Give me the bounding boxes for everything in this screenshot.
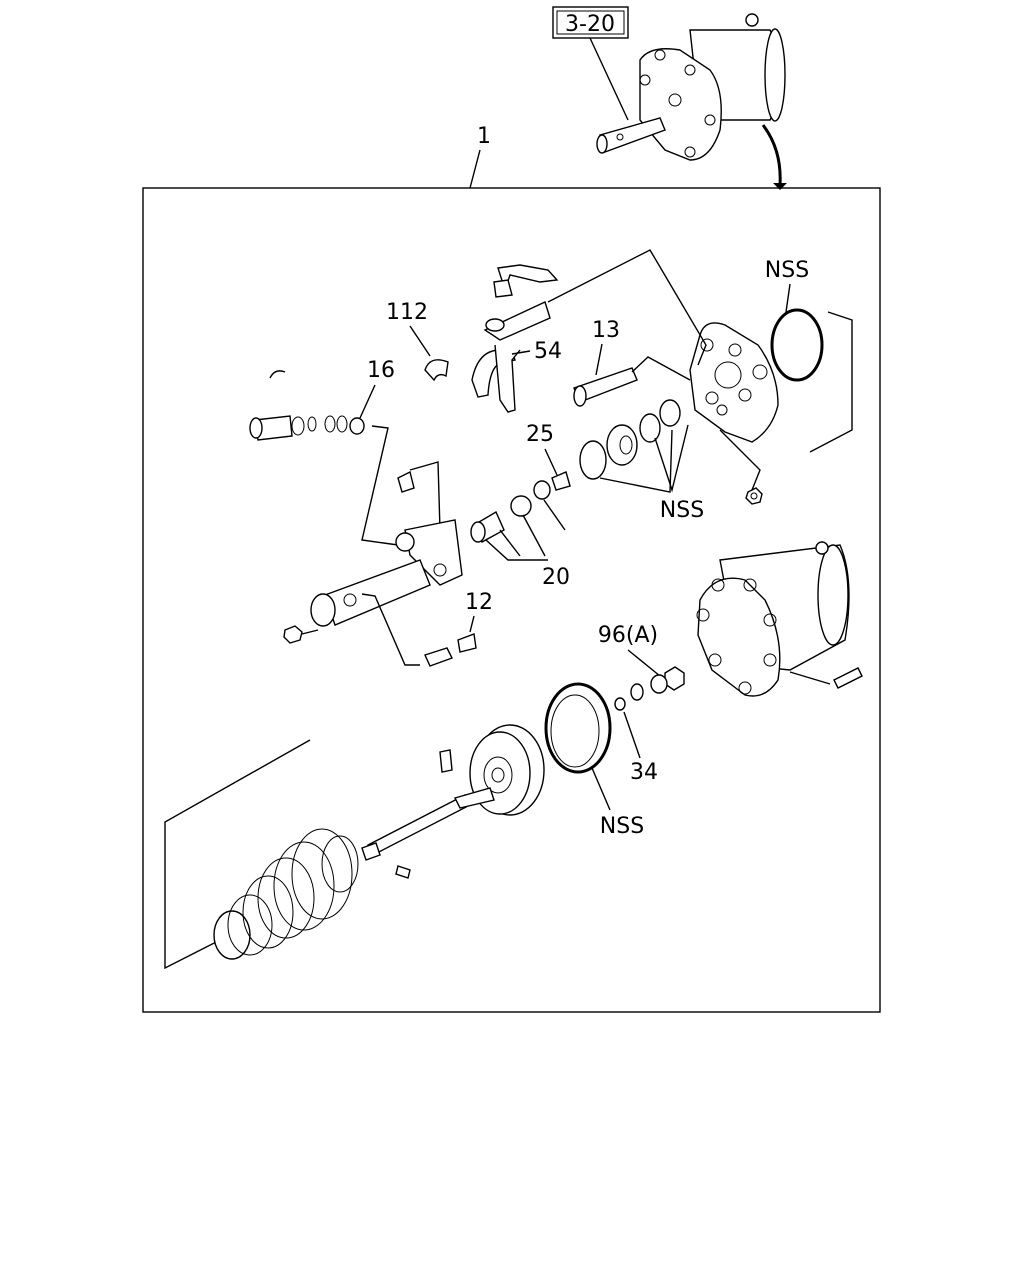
o-ring-large: [770, 308, 824, 382]
label-nss-bottom: NSS: [600, 814, 644, 839]
switch-16-group: 16: [249, 358, 399, 546]
cylinder-body-group: [283, 461, 463, 667]
label-nss-top: NSS: [765, 258, 809, 283]
spring-group: [164, 739, 359, 970]
bushing-20-group: 20 25: [470, 422, 571, 590]
label-54: 54: [534, 339, 562, 364]
fork-group: 54: [471, 249, 707, 413]
label-16: 16: [367, 358, 395, 383]
ref-box-label: 3-20: [565, 12, 615, 37]
label-12: 12: [465, 590, 493, 615]
leader-assembly: [469, 149, 481, 189]
label-13: 13: [592, 318, 620, 343]
label-nss-mid: NSS: [660, 498, 704, 523]
label-34: 34: [630, 760, 658, 785]
rear-cylinder-group: [696, 541, 863, 697]
push-rod-group: [361, 749, 495, 879]
assembled-unit-drawing: [596, 13, 787, 190]
nut-96a-group: 96(A) 34: [598, 623, 685, 785]
label-assembly: 1: [477, 124, 491, 149]
part-12-group: 12: [457, 590, 493, 653]
label-20: 20: [542, 565, 570, 590]
sensor-13-group: 13: [573, 318, 691, 407]
label-112: 112: [386, 300, 428, 325]
label-96a: 96(A): [598, 623, 658, 648]
ref-box: 3-20: [552, 6, 629, 121]
parts-frame: [142, 187, 881, 1013]
housing-group: NSS: [689, 258, 853, 505]
clip-112-group: 112: [386, 300, 449, 382]
seal-nss-mid-group: NSS: [579, 399, 704, 523]
label-25: 25: [526, 422, 554, 447]
